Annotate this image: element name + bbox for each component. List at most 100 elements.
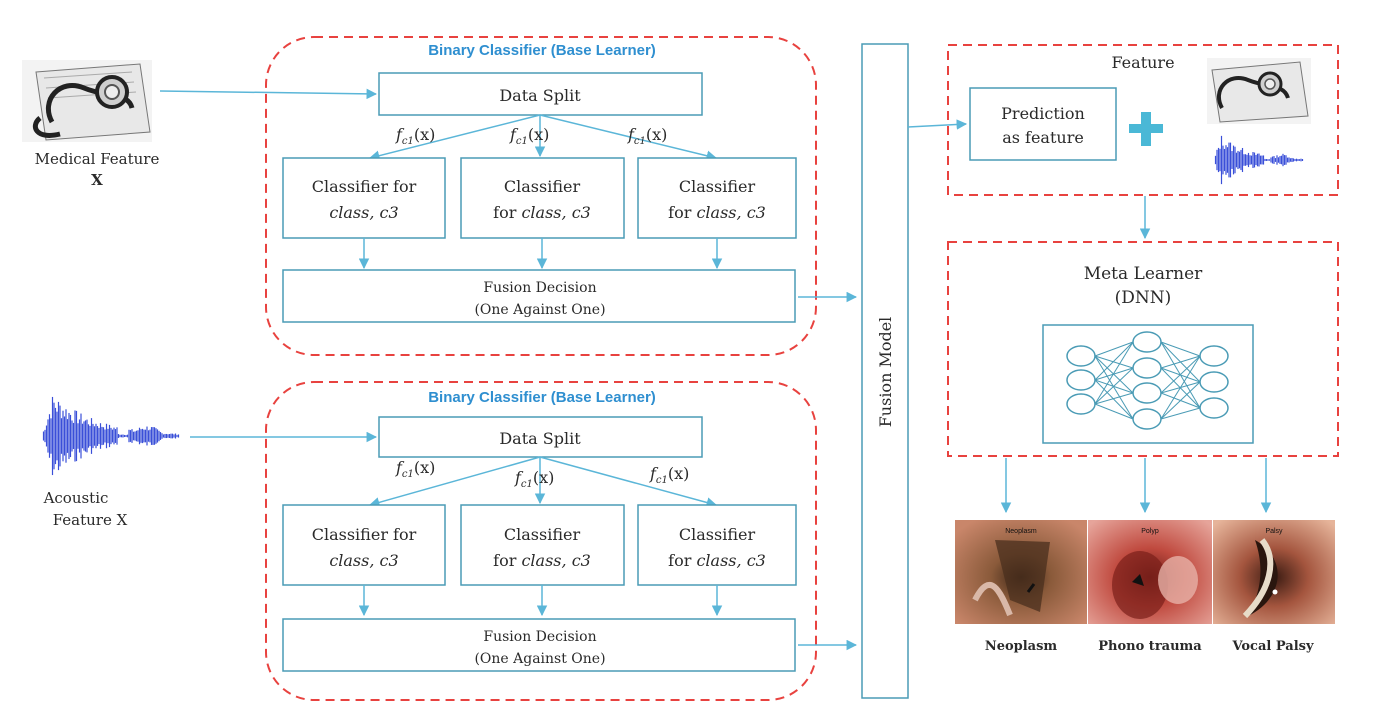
laryngoscopy-image-palsy: Palsy: [1213, 520, 1335, 624]
fusion-decision-bottom-line1: Fusion Decision: [483, 629, 596, 645]
dnn-neuron: [1132, 357, 1162, 379]
classifier-bottom-1-line1: Classifier for: [312, 525, 417, 544]
fusion-decision-box-top: [282, 269, 796, 323]
dnn-neuron: [1132, 331, 1162, 353]
classifier-bottom-3-line2: for class, c3: [668, 551, 766, 570]
classifier-top-3-line2: for class, c3: [668, 203, 766, 222]
split-arrow-bottom-right: [539, 456, 718, 508]
classifier-box-bottom-3: [637, 504, 797, 586]
meta-learner-line1: Meta Learner: [1084, 264, 1203, 284]
feature-title: Feature: [1111, 53, 1174, 72]
dnn-connection: [1094, 379, 1134, 420]
dnn-connection: [1094, 403, 1134, 420]
acoustic-feature-label: Acoustic: [43, 489, 109, 507]
split-func-top-right: fc1(x): [627, 125, 667, 147]
fusion-decision-bottom-line2: (One Against One): [474, 651, 605, 667]
fusion-model-label: Fusion Model: [876, 317, 895, 428]
dnn-connection: [1094, 355, 1134, 369]
prediction-feature-box: [969, 87, 1117, 161]
image-caption-neoplasm: Neoplasm: [1005, 528, 1037, 535]
classifier-top-2-line1: Classifier: [504, 177, 581, 196]
dnn-connection: [1160, 355, 1201, 369]
output-label-phono-trauma: Phono trauma: [1098, 639, 1202, 654]
medical-feature-label: Medical Feature: [35, 150, 160, 168]
fusion-decision-box-bottom: [282, 618, 796, 672]
dnn-connection: [1094, 367, 1134, 381]
dnn-neuron: [1132, 382, 1162, 404]
dnn-connection: [1094, 341, 1134, 405]
data-split-box-bottom: [378, 416, 703, 458]
dnn-connection: [1094, 392, 1134, 405]
output-label-vocal-palsy: Vocal Palsy: [1231, 639, 1313, 654]
meta-learner-box: Meta Learner (DNN): [947, 241, 1339, 457]
image-caption-polyp: Polyp: [1141, 528, 1159, 535]
plus-icon: [1129, 112, 1163, 146]
acoustic-waveform-icon: [42, 396, 180, 476]
split-arrow-bottom-left: [368, 456, 541, 508]
classifier-box-bottom-2: [460, 504, 625, 586]
classifier-box-top-1: [282, 157, 446, 239]
split-arrow-top-right: [539, 114, 718, 161]
data-split-label-bottom: Data Split: [499, 429, 581, 448]
dnn-network-icon: [1066, 331, 1229, 430]
medical-stethoscope-icon: [22, 60, 152, 142]
classifier-top-3-line1: Classifier: [679, 177, 756, 196]
medical-feature-x-label: X: [91, 171, 103, 189]
dnn-connection: [1094, 341, 1134, 381]
classifier-bottom-2-line1: Classifier: [504, 525, 581, 544]
feature-boundary: [947, 44, 1339, 196]
dnn-neuron: [1066, 369, 1096, 391]
classifier-bottom-3-line1: Classifier: [679, 525, 756, 544]
dnn-connection: [1160, 355, 1201, 420]
dnn-connection: [1160, 407, 1201, 420]
split-func-top-left: fc1(x): [395, 125, 435, 147]
prediction-line1: Prediction: [1001, 104, 1085, 123]
data-split-label-top: Data Split: [499, 86, 581, 105]
dnn-neuron: [1066, 393, 1096, 415]
base-learner-top-title: Binary Classifier (Base Learner): [428, 42, 656, 59]
meta-learner-line2: (DNN): [1115, 288, 1172, 308]
split-func-bottom-left: fc1(x): [395, 458, 435, 480]
fusion-decision-top-line1: Fusion Decision: [483, 280, 596, 296]
output-label-neoplasm: Neoplasm: [985, 639, 1058, 654]
medical-input-arrow: [159, 88, 378, 100]
dnn-connection: [1160, 341, 1201, 357]
classifier-top-1-line1: Classifier for: [312, 177, 417, 196]
dnn-connection: [1094, 355, 1134, 420]
fusion-model-box: [861, 43, 909, 699]
dnn-connection: [1094, 367, 1134, 405]
medical-stethoscope-small-icon: [1207, 58, 1311, 124]
split-func-top-mid: fc1(x): [509, 125, 549, 147]
split-arrow-top-left: [368, 114, 541, 161]
acoustic-waveform-small-icon: [1214, 135, 1304, 185]
base-learner-bottom-title: Binary Classifier (Base Learner): [428, 389, 656, 406]
classifier-top-1-line2: class, c3: [329, 203, 398, 222]
base-learner-bottom: Binary Classifier (Base Learner) Data Sp…: [265, 381, 817, 701]
dnn-connection: [1094, 341, 1134, 357]
feature-box: Feature Prediction as feature: [947, 44, 1339, 196]
prediction-line2: as feature: [1002, 128, 1084, 147]
dnn-connection: [1160, 355, 1201, 394]
dnn-connection: [1160, 381, 1201, 420]
base-learner-top: Binary Classifier (Base Learner) Data Sp…: [265, 36, 817, 356]
classifier-box-top-3: [637, 157, 797, 239]
classifier-bottom-1-line2: class, c3: [329, 551, 398, 570]
laryngoscopy-image-neoplasm: Neoplasm: [955, 520, 1087, 624]
acoustic-feature-x-label: Feature X: [53, 511, 128, 529]
classifier-box-top-2: [460, 157, 625, 239]
classifier-bottom-2-line2: for class, c3: [493, 551, 591, 570]
fusion-decision-top-line2: (One Against One): [474, 302, 605, 318]
dnn-neuron: [1066, 345, 1096, 367]
model-to-feature-arrow: [907, 119, 968, 130]
dnn-neuron: [1132, 408, 1162, 430]
image-caption-palsy: Palsy: [1265, 528, 1283, 535]
dnn-neuron: [1199, 371, 1229, 393]
split-func-bottom-mid: fc1(x): [514, 468, 554, 490]
split-func-bottom-right: fc1(x): [649, 464, 689, 486]
classifier-top-2-line2: for class, c3: [493, 203, 591, 222]
classifier-box-bottom-1: [282, 504, 446, 586]
base-learner-bottom-boundary: [265, 381, 817, 701]
meta-learner-boundary: [947, 241, 1339, 457]
dnn-neuron: [1199, 345, 1229, 367]
